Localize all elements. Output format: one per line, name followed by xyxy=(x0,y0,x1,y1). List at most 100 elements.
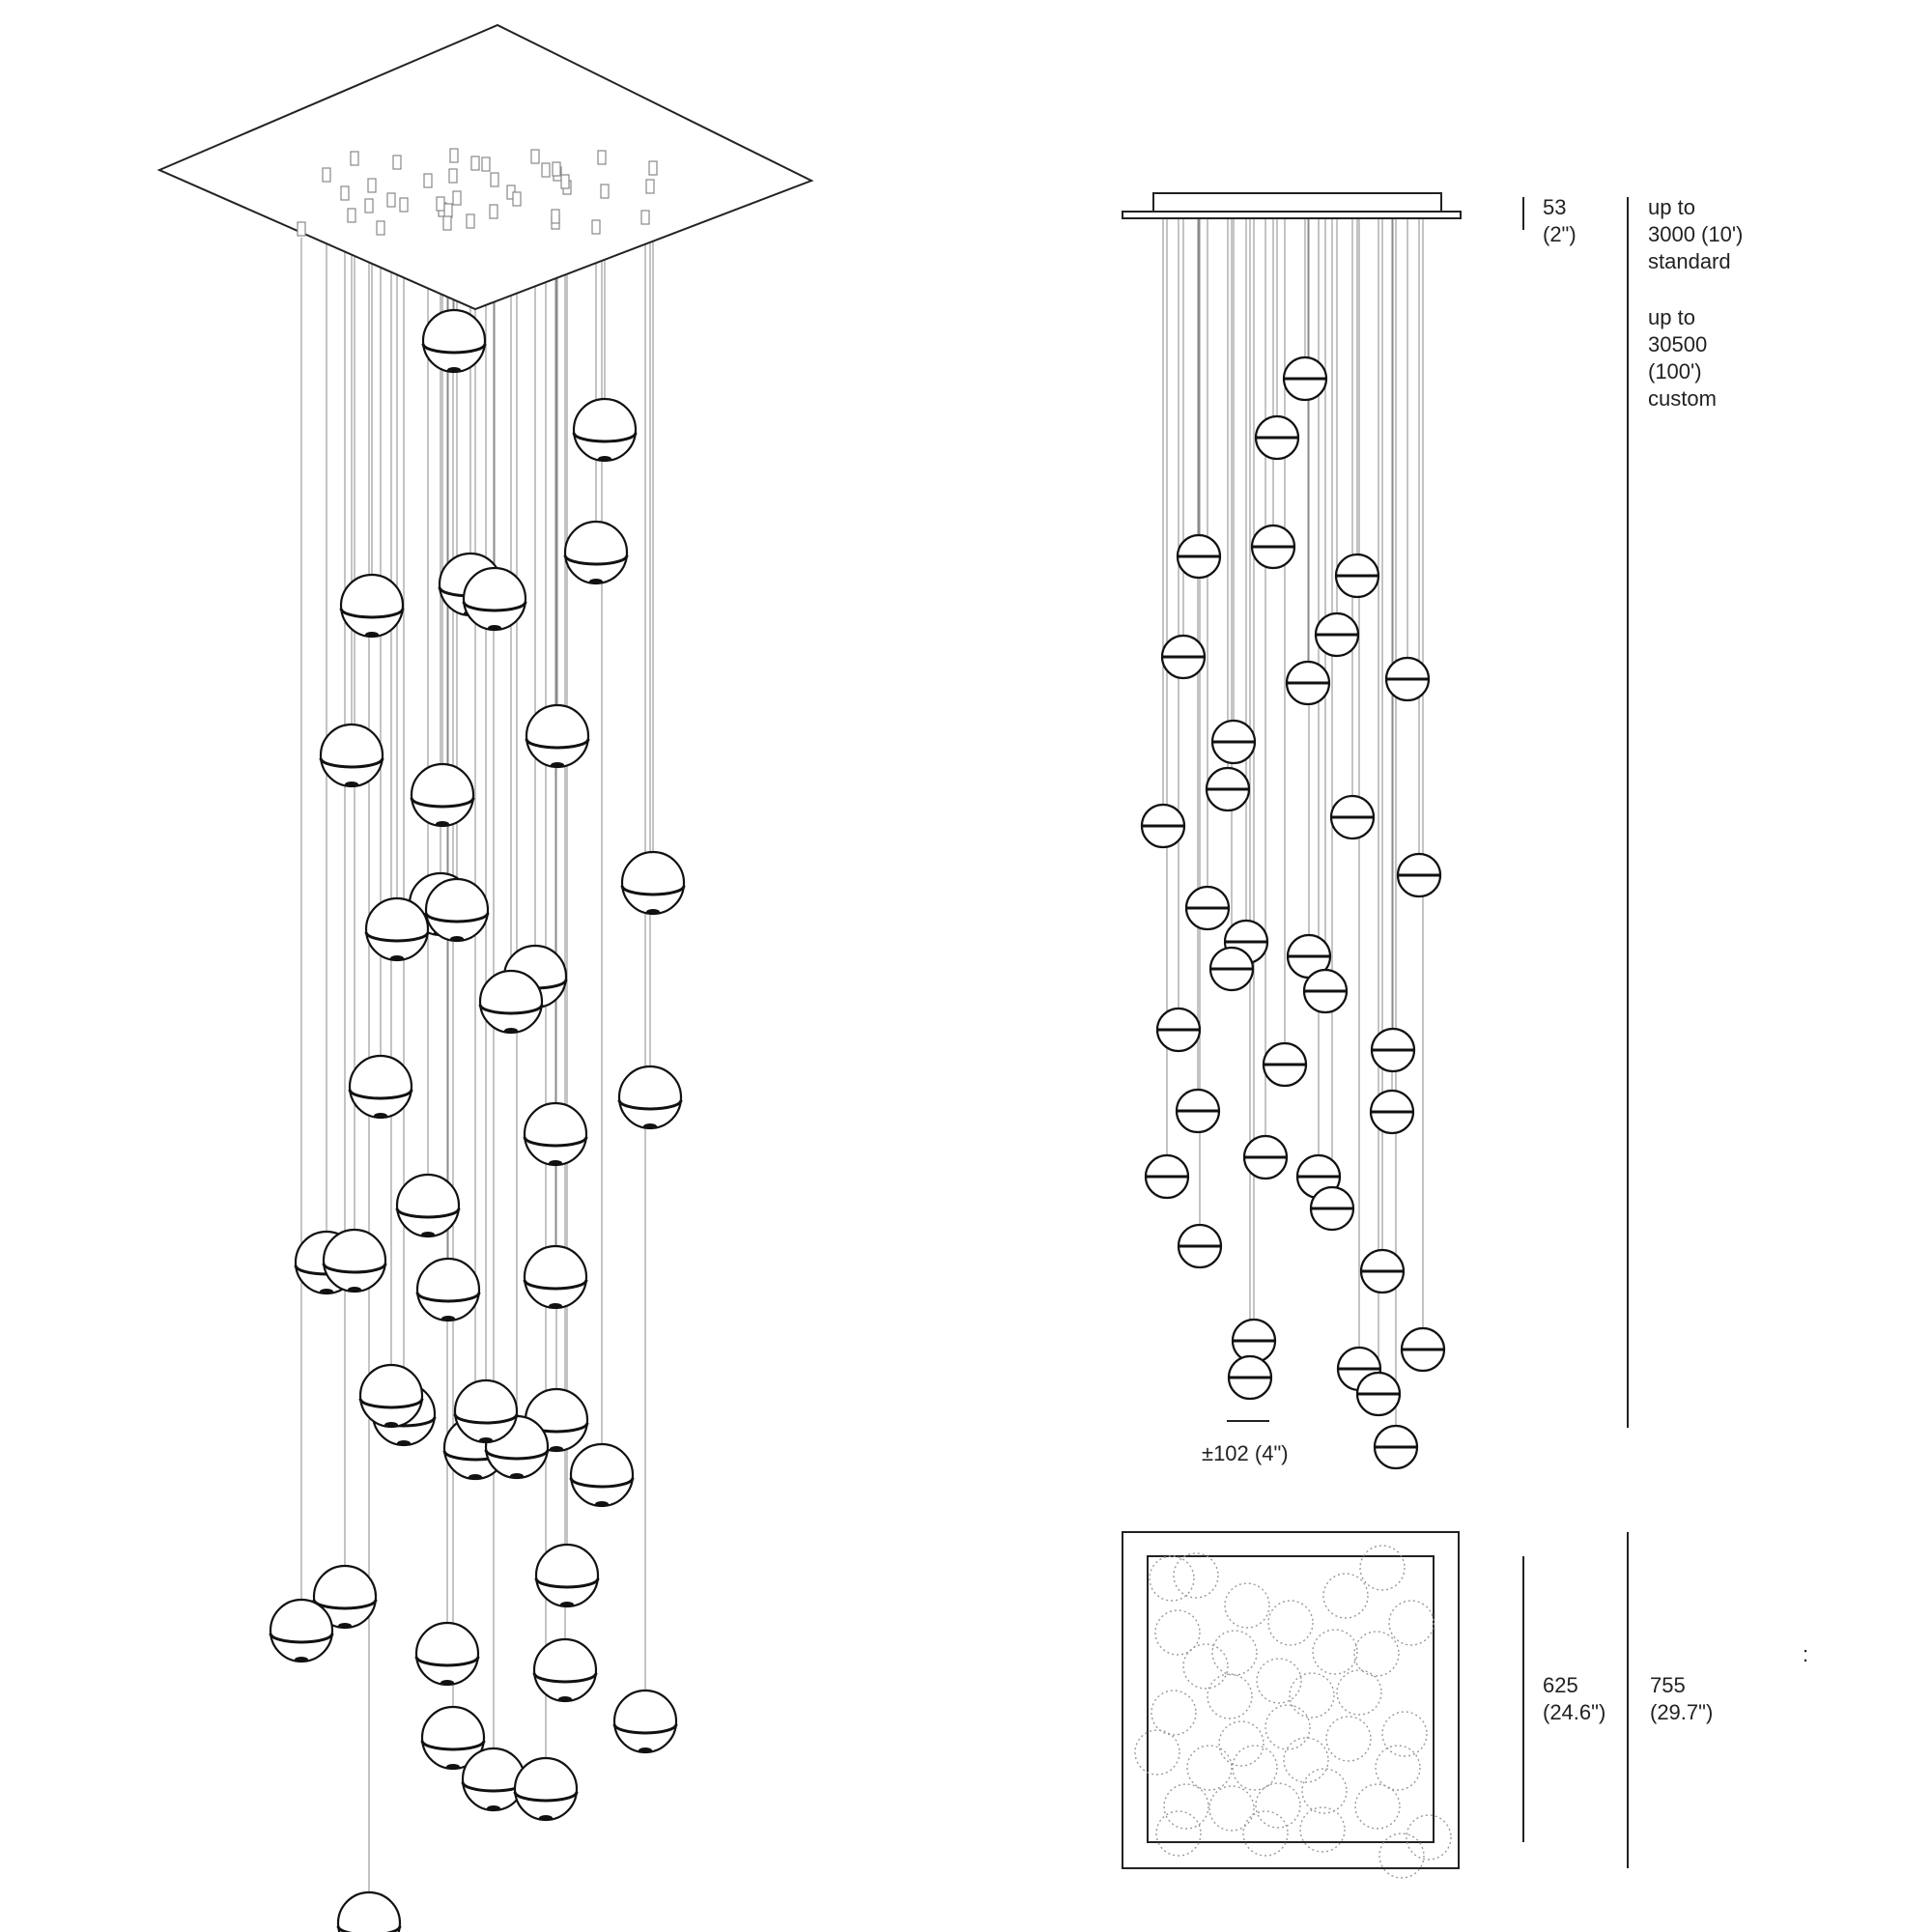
pendant-sphere xyxy=(322,1228,387,1293)
cable-cap xyxy=(322,167,331,183)
sphere-lens xyxy=(469,1474,482,1480)
pendant-sphere xyxy=(572,397,638,463)
cable-cap xyxy=(452,190,462,206)
cable-cap xyxy=(367,178,377,193)
sphere-band xyxy=(462,601,527,612)
pendant-sphere xyxy=(513,1756,579,1822)
sphere-band xyxy=(617,1099,683,1111)
sphere-band xyxy=(421,343,487,355)
sphere-band xyxy=(569,1477,635,1489)
sphere-lens xyxy=(421,1232,435,1237)
cable-cap xyxy=(386,192,396,208)
sphere-lens xyxy=(479,1437,493,1443)
cable-cap xyxy=(449,148,459,163)
sphere-lens xyxy=(320,1289,333,1294)
canopy-height-inch: (2") xyxy=(1543,222,1577,246)
pendant-sphere xyxy=(415,1257,481,1322)
sphere-lens xyxy=(549,1160,562,1166)
cable-cap xyxy=(340,185,350,201)
sphere-lens xyxy=(447,367,461,373)
sphere-band xyxy=(513,1791,579,1803)
pendant-sphere xyxy=(336,1890,402,1932)
pendant-sphere xyxy=(620,850,686,916)
sphere-footprint xyxy=(1224,1582,1270,1629)
cable-cap xyxy=(551,209,560,224)
sphere-lens xyxy=(436,821,449,827)
sphere-footprint xyxy=(1353,1631,1400,1677)
sphere-footprint xyxy=(1255,1782,1301,1829)
cable-cap xyxy=(347,208,356,223)
sphere-lens xyxy=(589,579,603,584)
cable-cap xyxy=(541,162,551,178)
sphere-lens xyxy=(390,955,404,961)
sphere-footprint xyxy=(1151,1690,1197,1736)
pendant-sphere xyxy=(424,877,490,943)
cable-cap xyxy=(443,203,453,218)
perspective-view xyxy=(156,23,814,1932)
pendant-sphere xyxy=(339,573,405,639)
pendant-sphere xyxy=(414,1621,480,1687)
plan-sphere-positions xyxy=(1134,1545,1452,1879)
sphere-lens xyxy=(551,762,564,768)
cable-cap xyxy=(470,156,480,171)
pendant-sphere xyxy=(364,896,430,962)
cable-cap xyxy=(399,197,409,213)
cable-cap xyxy=(364,198,374,213)
sphere-band xyxy=(612,1723,678,1735)
pendant-sphere xyxy=(532,1637,598,1703)
inner-plate-inch: (24.6") xyxy=(1543,1700,1605,1724)
sphere-footprint xyxy=(1154,1609,1201,1656)
cable-length-custom-line2: 30500 xyxy=(1648,332,1707,356)
sphere-band xyxy=(523,1136,588,1148)
sphere-footprint xyxy=(1173,1552,1219,1599)
sphere-footprint xyxy=(1388,1600,1435,1646)
sphere-band xyxy=(478,1004,544,1015)
cable-length-standard-line3: standard xyxy=(1648,249,1731,273)
sphere-lens xyxy=(595,1501,609,1507)
sphere-band xyxy=(358,1398,424,1409)
sphere-lens xyxy=(450,936,464,942)
sphere-lens xyxy=(558,1696,572,1702)
cable-cap xyxy=(552,161,561,177)
cable-cap xyxy=(350,151,359,166)
sphere-footprint xyxy=(1312,1629,1358,1675)
sphere-lens xyxy=(348,1287,361,1293)
sphere-footprint xyxy=(1163,1783,1209,1830)
pendant-sphere xyxy=(421,308,487,374)
sphere-footprint xyxy=(1134,1729,1180,1776)
sphere-footprint xyxy=(1299,1806,1346,1853)
cable-length-custom-line3: (100') xyxy=(1648,359,1702,384)
sphere-lens xyxy=(550,1446,563,1452)
sphere-band xyxy=(424,912,490,923)
sphere-band xyxy=(410,797,475,809)
cable-cap xyxy=(436,196,445,212)
elevation-canopy-body xyxy=(1152,192,1442,213)
plan-view xyxy=(1122,1531,1460,1879)
sphere-footprint xyxy=(1182,1643,1229,1690)
sphere-band xyxy=(322,1263,387,1274)
sphere-band xyxy=(415,1292,481,1303)
sphere-footprint xyxy=(1325,1716,1372,1762)
sphere-band xyxy=(453,1413,519,1425)
sphere-lens xyxy=(487,1805,500,1811)
cable-cap xyxy=(591,219,601,235)
sphere-footprint xyxy=(1267,1600,1314,1646)
pendant-sphere xyxy=(269,1598,334,1663)
sphere-band xyxy=(348,1089,413,1100)
cable-cap xyxy=(489,204,498,219)
sphere-lens xyxy=(365,632,379,638)
canopy-height-mm: 53 xyxy=(1543,195,1566,219)
sphere-lens xyxy=(549,1303,562,1309)
sphere-footprint xyxy=(1208,1785,1255,1832)
sphere-footprint xyxy=(1211,1630,1258,1676)
pendant-sphere xyxy=(523,1244,588,1310)
elevation-cables xyxy=(1162,219,1424,1426)
sphere-footprint xyxy=(1378,1833,1425,1879)
pendant-sphere xyxy=(523,1101,588,1167)
sphere-footprint xyxy=(1289,1672,1335,1719)
cable-cap xyxy=(530,149,540,164)
sphere-footprint xyxy=(1149,1555,1195,1602)
pendant-sphere xyxy=(525,703,590,769)
sphere-band xyxy=(269,1633,334,1644)
